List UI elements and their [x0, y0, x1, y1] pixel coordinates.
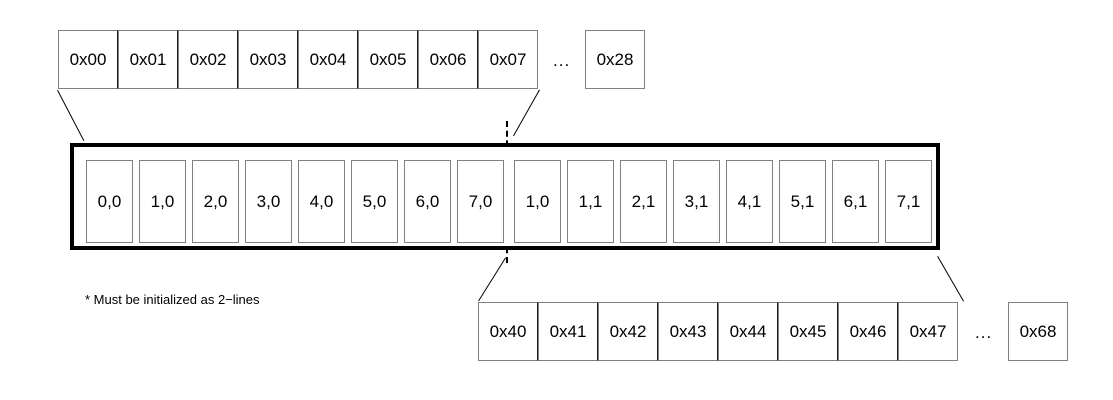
top-address-cell: 0x00 [58, 30, 118, 89]
cache-word-cell: 5,1 [779, 160, 826, 243]
cache-word-cell: 5,0 [351, 160, 398, 243]
cache-word-cell: 1,1 [567, 160, 614, 243]
cache-word-cell: 7,1 [885, 160, 932, 243]
cache-word-cell: 4,0 [298, 160, 345, 243]
bottom-address-cell: 0x47 [898, 302, 958, 361]
cache-word-cell: 7,0 [457, 160, 504, 243]
footnote-text: * Must be initialized as 2−lines [85, 292, 260, 307]
cache-word-cell: 2,0 [192, 160, 239, 243]
bottom-address-cell: 0x41 [538, 302, 598, 361]
cache-word-cell: 4,1 [726, 160, 773, 243]
cache-word-cell: 6,0 [404, 160, 451, 243]
top-address-tail-cell: 0x28 [585, 30, 645, 89]
top-address-cell: 0x06 [418, 30, 478, 89]
leader-line-top-right [513, 89, 540, 137]
bottom-address-ellipsis: ... [975, 323, 993, 342]
cache-line-container: 0,0 1,0 2,0 3,0 4,0 5,0 6,0 7,0 1,0 1,1 … [70, 143, 940, 250]
cache-word-cell: 1,0 [514, 160, 561, 243]
leader-line-bottom-left [478, 257, 506, 302]
cache-word-cell: 6,1 [832, 160, 879, 243]
cache-word-cell: 2,1 [620, 160, 667, 243]
cache-word-cell: 1,0 [139, 160, 186, 243]
top-address-cell: 0x05 [358, 30, 418, 89]
bottom-address-cell: 0x44 [718, 302, 778, 361]
top-address-cell: 0x04 [298, 30, 358, 89]
bottom-address-cell: 0x46 [838, 302, 898, 361]
top-address-cell: 0x01 [118, 30, 178, 89]
leader-line-top-left [57, 90, 85, 142]
cache-word-cell: 0,0 [86, 160, 133, 243]
leader-line-bottom-right [937, 256, 964, 302]
top-address-cell: 0x02 [178, 30, 238, 89]
top-address-cell: 0x07 [478, 30, 538, 89]
bottom-address-cell: 0x45 [778, 302, 838, 361]
bottom-address-cell: 0x42 [598, 302, 658, 361]
cache-word-cell: 3,1 [673, 160, 720, 243]
bottom-address-cell: 0x40 [478, 302, 538, 361]
top-address-cell: 0x03 [238, 30, 298, 89]
top-address-ellipsis: ... [553, 51, 571, 70]
bottom-address-cell: 0x43 [658, 302, 718, 361]
cache-word-cell: 3,0 [245, 160, 292, 243]
bottom-address-tail-cell: 0x68 [1008, 302, 1068, 361]
